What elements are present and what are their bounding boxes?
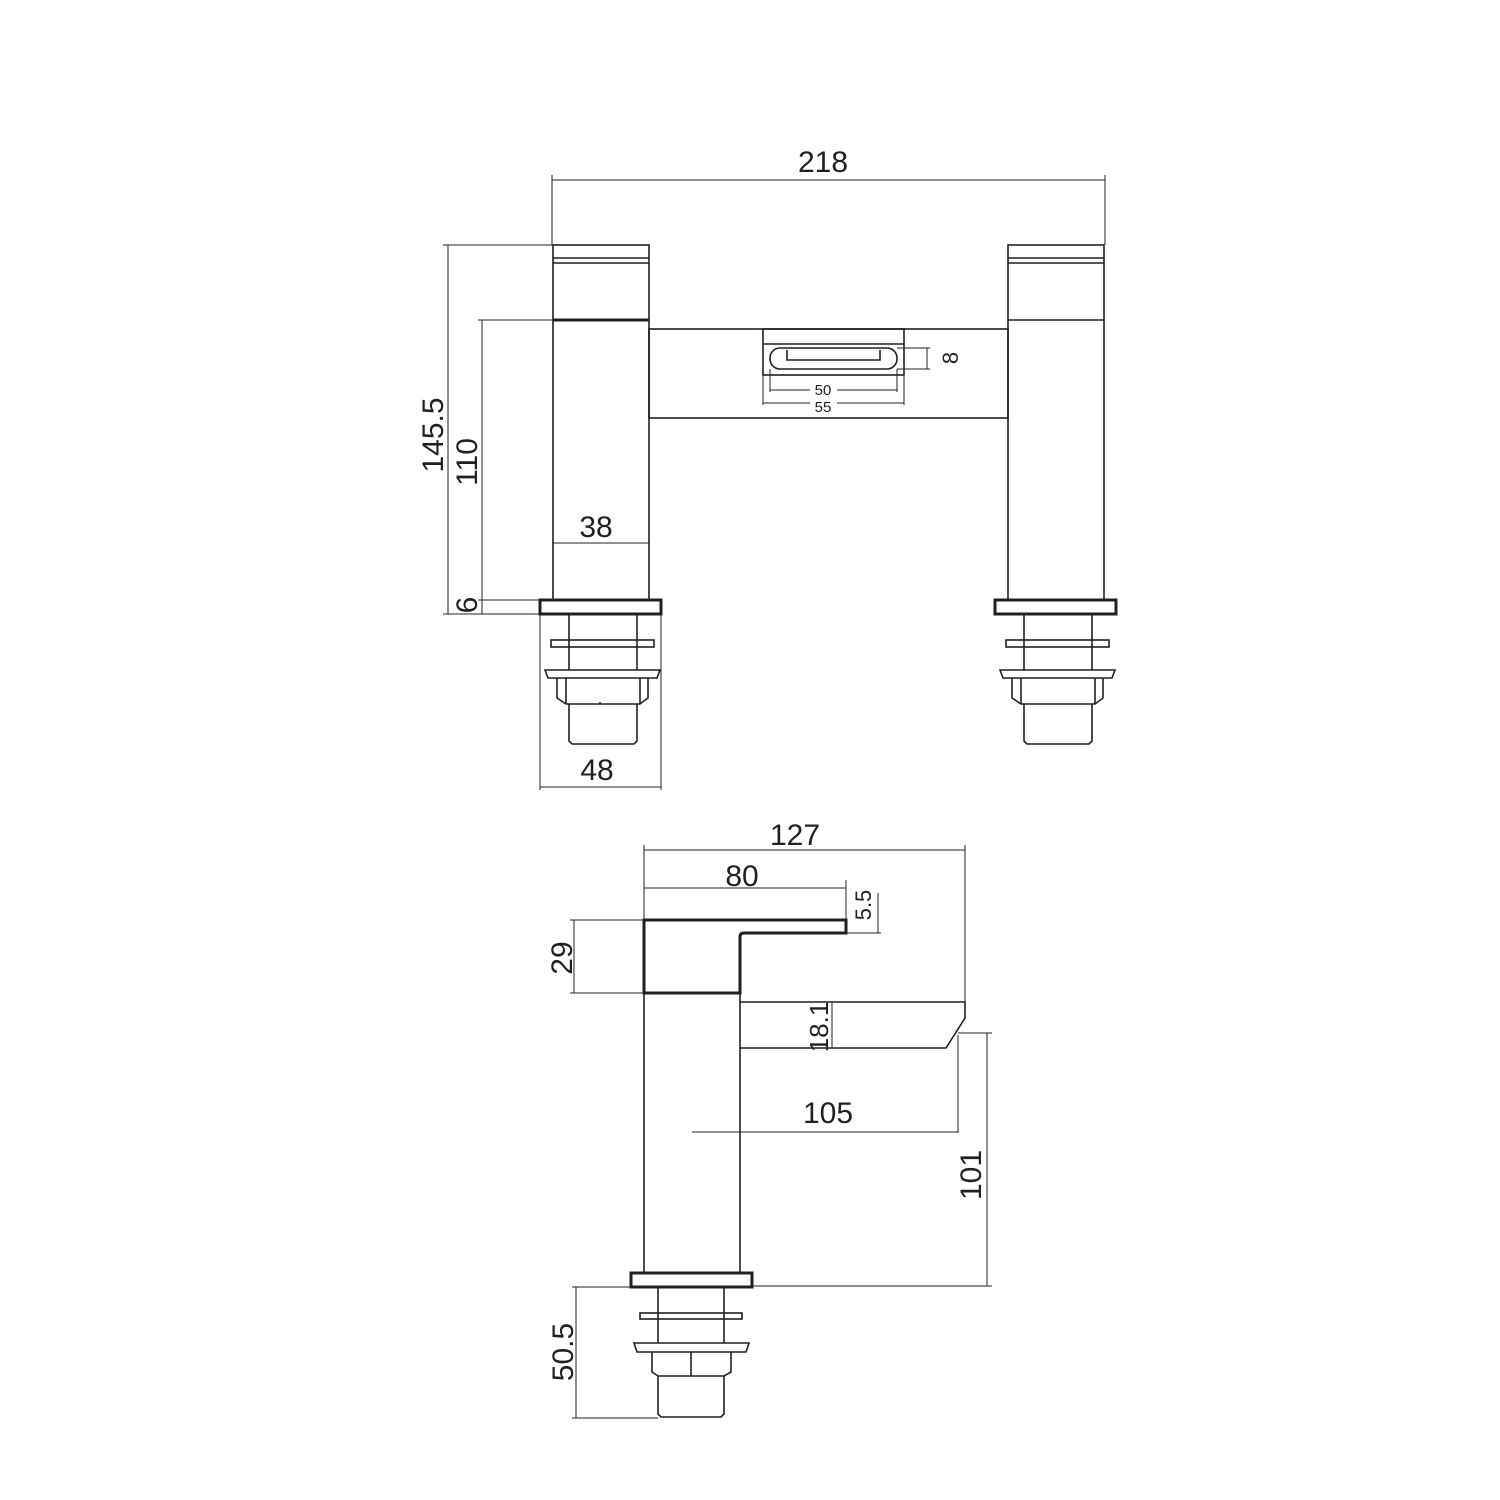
right-fixing-assembly: [998, 614, 1117, 745]
dimension-overall-width: 218: [551, 146, 1106, 245]
left-pillar-body: [552, 244, 650, 601]
dimension-shank-length: 50.5: [547, 1286, 658, 1419]
dimension-label: 110: [451, 438, 484, 486]
dimension-spout-clearance: 101: [752, 1032, 992, 1287]
dimension-label: 218: [798, 146, 848, 179]
left-fixing-assembly: [543, 614, 662, 745]
dimension-base-width: 48: [539, 614, 662, 790]
dimension-lever-length: 80: [644, 860, 847, 920]
side-body: [643, 993, 741, 1273]
dimension-spout-height: 18.1: [804, 1002, 834, 1053]
dimension-label: 8: [938, 352, 963, 364]
dimension-lever-thickness: 5.5: [846, 890, 881, 934]
dimension-label: 6: [451, 597, 484, 614]
dimension-spout-reach: 105: [692, 1035, 959, 1133]
dimension-label: 50: [815, 382, 832, 399]
dimension-spout-opening-height: 8: [897, 347, 963, 370]
side-spout: [740, 1001, 966, 1049]
right-pillar: [993, 244, 1118, 745]
left-pillar: [538, 244, 663, 745]
dimension-label: 101: [955, 1150, 988, 1200]
dimension-body-height: 110 6: [451, 319, 553, 614]
dimension-label: 80: [725, 860, 758, 893]
lever-handle: [642, 918, 848, 995]
dimension-pillar-width: 38: [553, 511, 649, 544]
dimension-spout-opening-widths: 50 55: [762, 369, 905, 416]
dimension-label: 18.1: [804, 1002, 834, 1053]
dimension-label: 48: [580, 754, 613, 787]
spout-outlet: [762, 328, 905, 376]
dimension-overall-depth: 127: [643, 819, 966, 1002]
dimension-label: 127: [770, 819, 820, 852]
dimension-label: 145.5: [417, 397, 450, 472]
right-base-plate: [993, 598, 1118, 616]
dimension-handle-height: 29: [546, 919, 644, 994]
dimension-label: 105: [803, 1097, 853, 1130]
left-base-plate: [538, 598, 663, 616]
dimension-overall-height: 145.5: [417, 244, 553, 615]
dimension-label: 5.5: [851, 890, 876, 921]
side-fixing-assembly: [632, 1287, 751, 1418]
dimension-label: 29: [546, 941, 579, 974]
side-base-plate: [629, 1271, 754, 1289]
dimension-label: 38: [579, 511, 612, 544]
side-view: 127 80 5.5 29 18.1 105: [546, 819, 992, 1419]
dimension-label: 50.5: [547, 1323, 580, 1381]
dimension-label: 55: [815, 399, 832, 416]
front-view: 218 145.5 110 6 38 48 8: [417, 146, 1118, 790]
